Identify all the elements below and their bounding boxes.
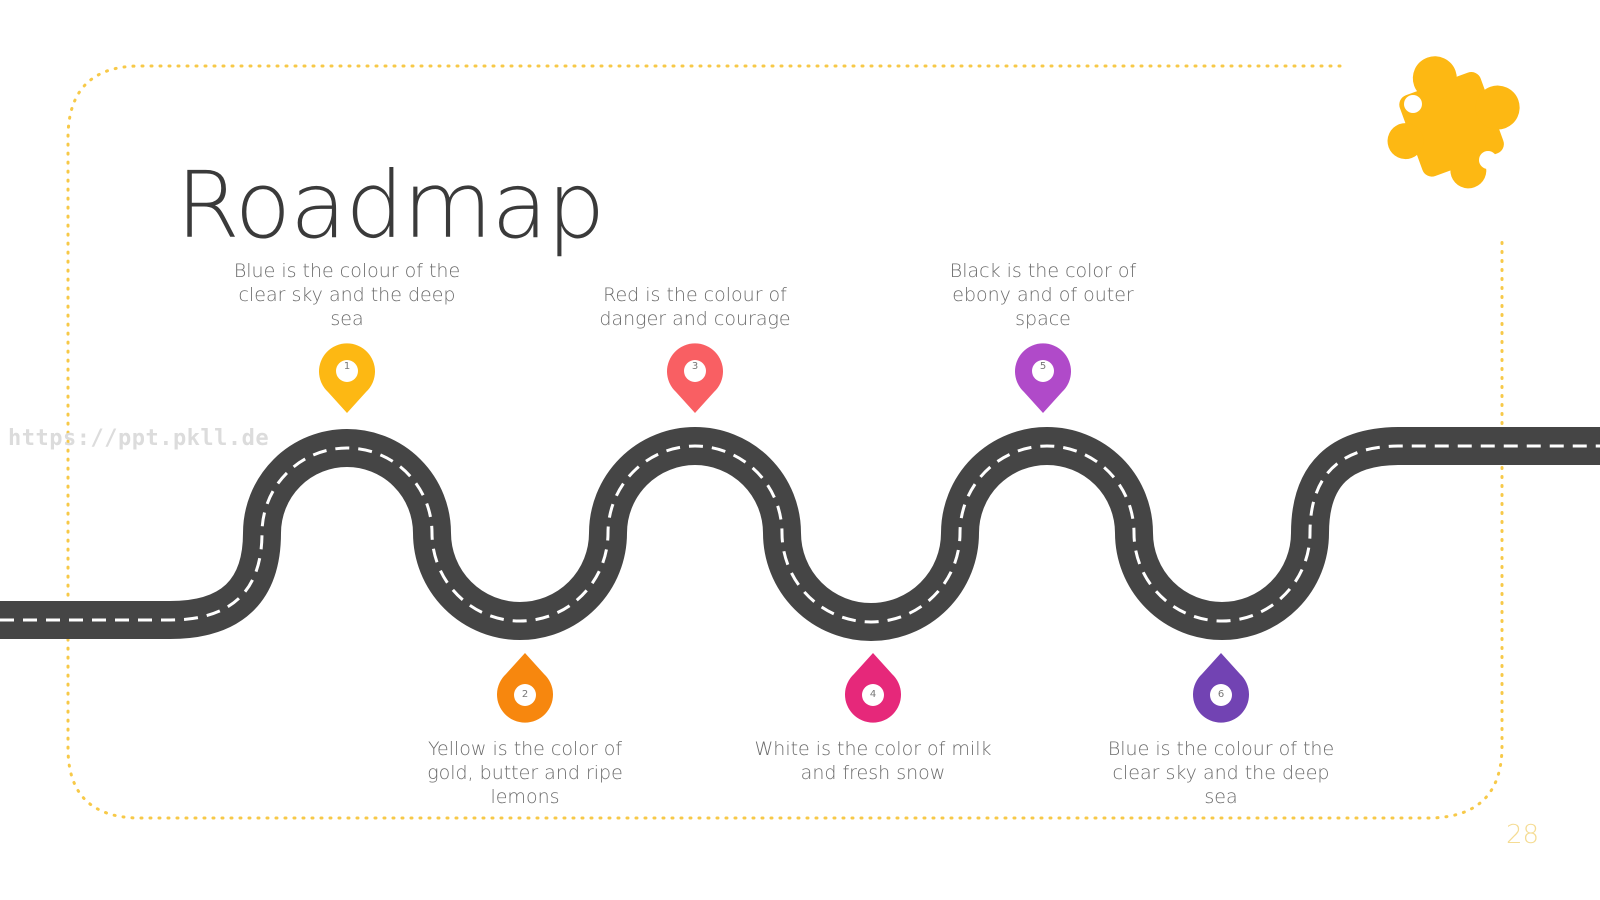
- milestone-5-pin: 5: [1013, 342, 1073, 414]
- milestone-6-text: Blue is the colour of the clear sky and …: [1107, 738, 1335, 808]
- milestone-3-pin: 3: [665, 342, 725, 414]
- milestone-2-pin: 2: [495, 652, 555, 724]
- milestone-5-number: 5: [1039, 361, 1047, 372]
- milestone-4-number: 4: [869, 689, 877, 700]
- slide-title: Roadmap: [176, 152, 605, 259]
- watermark-text: https://ppt.pkll.de: [8, 426, 270, 451]
- page-number: 28: [1506, 820, 1540, 850]
- milestone-1-text: Blue is the colour of the clear sky and …: [233, 260, 461, 330]
- milestone-6-pin: 6: [1191, 652, 1251, 724]
- milestone-1-number: 1: [343, 361, 351, 372]
- map-pin-icon: [497, 653, 553, 723]
- map-pin-icon: [1015, 343, 1071, 413]
- map-pin-icon: [845, 653, 901, 723]
- milestone-3-text: Red is the colour of danger and courage: [599, 284, 791, 330]
- milestone-4-pin: 4: [843, 652, 903, 724]
- milestone-3-number: 3: [691, 361, 699, 372]
- milestone-2-number: 2: [521, 689, 529, 700]
- map-pin-icon: [1193, 653, 1249, 723]
- milestone-5-text: Black is the color of ebony and of outer…: [949, 260, 1137, 330]
- milestone-6-number: 6: [1217, 689, 1225, 700]
- milestone-1-pin: 1: [317, 342, 377, 414]
- map-pin-icon: [319, 343, 375, 413]
- road-surface: [0, 427, 1600, 641]
- milestone-2-text: Yellow is the color of gold, butter and …: [427, 738, 623, 808]
- road-center-line: [0, 444, 1600, 624]
- map-pin-icon: [667, 343, 723, 413]
- milestone-4-text: White is the color of milk and fresh sno…: [754, 738, 992, 784]
- puzzle-piece-icon: [1387, 56, 1520, 189]
